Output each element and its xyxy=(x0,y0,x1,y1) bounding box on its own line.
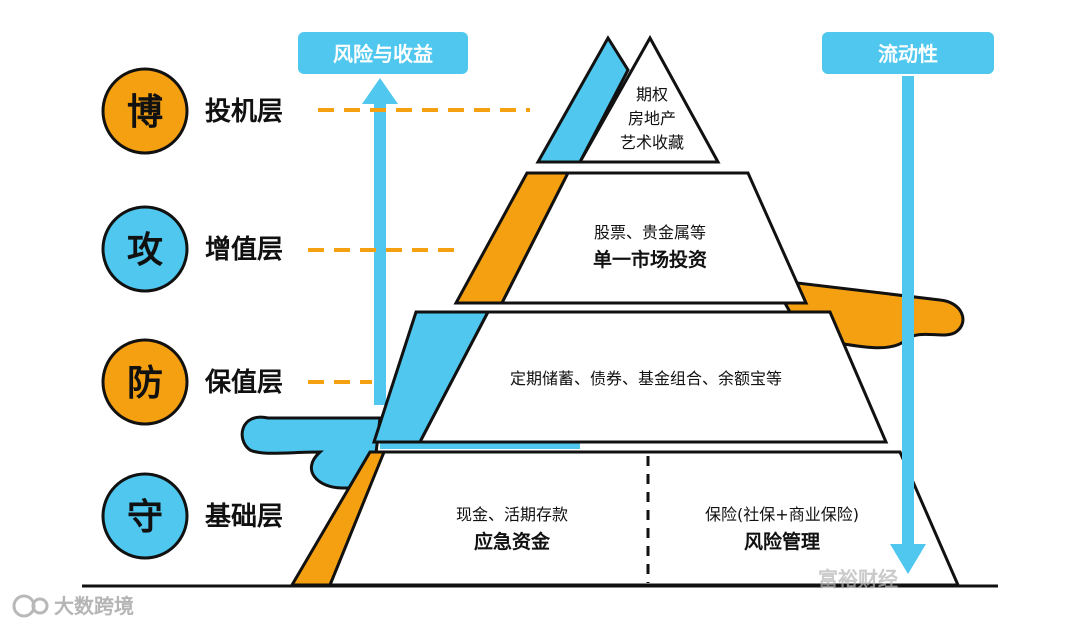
base-right-line-1: 保险(社保+商业保险) xyxy=(705,505,859,524)
pyramid-second-tier xyxy=(499,171,809,305)
badge-bo: 博 xyxy=(127,92,163,133)
level-name-speculative: 投机层 xyxy=(205,97,283,127)
pyramid-top-tier xyxy=(577,34,721,164)
level-row-growth: 攻 增值层 xyxy=(101,205,454,293)
liquidity-caption: 流动性 xyxy=(878,42,938,66)
top-tier-line-2: 房地产 xyxy=(628,109,676,128)
level-name-preservation: 保值层 xyxy=(204,368,283,398)
pyramid-third-tier xyxy=(417,310,889,444)
watermark-right: 富裕财经 xyxy=(818,567,898,591)
badge-circle-fang xyxy=(101,338,189,426)
level-name-foundation: 基础层 xyxy=(205,502,283,532)
badge-circle-bo xyxy=(101,67,189,155)
blue-splash-left xyxy=(240,415,382,490)
top-tier-line-3: 艺术收藏 xyxy=(620,133,684,152)
second-tier-line-2: 单一市场投资 xyxy=(593,248,707,271)
level-row-speculative: 博 投机层 xyxy=(101,67,530,155)
badge-gong: 攻 xyxy=(127,230,163,271)
badge-shou: 守 xyxy=(127,497,163,538)
up-arrow-shaft xyxy=(374,100,386,405)
badge-circle-gong xyxy=(101,205,189,293)
third-tier-line-1: 定期储蓄、债券、基金组合、余额宝等 xyxy=(510,369,782,388)
risk-return-caption: 风险与收益 xyxy=(333,42,433,66)
risk-return-caption-box xyxy=(298,32,468,74)
arrow-up-icon xyxy=(362,78,398,104)
base-left-line-1: 现金、活期存款 xyxy=(456,505,568,524)
level-name-growth: 增值层 xyxy=(205,234,283,265)
badge-circle-shou xyxy=(101,472,189,560)
pyramid-base-tier xyxy=(327,450,961,587)
second-tier-line-1: 股票、贵金属等 xyxy=(594,223,706,242)
logo-icon xyxy=(12,594,49,618)
arrow-down-icon xyxy=(890,544,926,574)
level-row-preservation: 防 保值层 xyxy=(101,338,372,426)
base-left-line-2: 应急资金 xyxy=(474,530,551,553)
right-caption-box xyxy=(822,32,994,74)
down-arrow-shaft xyxy=(902,76,914,546)
badge-fang: 防 xyxy=(127,363,163,404)
top-tier-line-1: 期权 xyxy=(636,85,668,104)
base-right-line-2: 风险管理 xyxy=(744,530,820,553)
level-row-foundation: 守 基础层 xyxy=(101,472,283,560)
watermark-left: 大数跨境 xyxy=(54,594,134,618)
